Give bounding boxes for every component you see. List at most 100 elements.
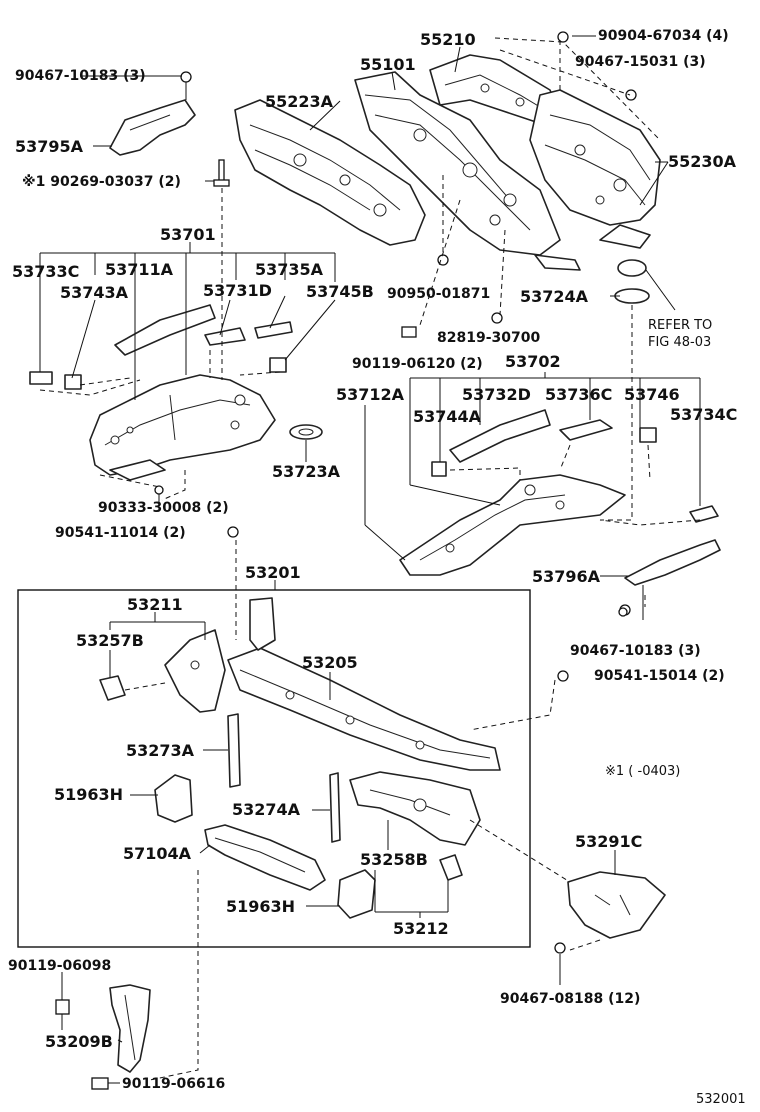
label-53723A: 53723A [272, 462, 341, 481]
label-53205: 53205 [302, 653, 358, 672]
apron-53701 [89, 374, 276, 481]
bolt-90119-06098 [55, 999, 70, 1015]
bracket-53711A [114, 304, 216, 356]
bolt-90119-06120 [401, 326, 417, 338]
label-53209B: 53209B [45, 1032, 113, 1051]
label-53257B: 53257B [76, 631, 144, 650]
label-53733C: 53733C [12, 262, 79, 281]
label-90467-15031: 90467-15031 (3) [575, 54, 706, 70]
bolt-90119-06616 [91, 1077, 109, 1090]
bracket-51963H-a [154, 774, 193, 823]
label-53273A: 53273A [126, 741, 195, 760]
apron-53702 [399, 474, 626, 576]
dash-panel-55101 [354, 71, 561, 256]
label-53745B: 53745B [306, 282, 374, 301]
label-53701: 53701 [160, 225, 216, 244]
figure-code: 532001 [696, 1092, 746, 1107]
clip-90333-30008 [154, 485, 164, 495]
label-90467-08188: 90467-08188 (12) [500, 991, 640, 1007]
pad-53733C [29, 371, 53, 385]
clip-90904-67034 [557, 31, 569, 43]
bracket-53736C [559, 419, 613, 441]
clip-90467-08188 [554, 942, 566, 954]
label-55210: 55210 [420, 30, 476, 49]
label-82819-30700: 82819-30700 [437, 330, 540, 346]
seal-53273A [227, 713, 241, 788]
label-53736C: 53736C [545, 385, 612, 404]
label-53211: 53211 [127, 595, 183, 614]
pad-53744A [431, 461, 447, 477]
grommet-53724A [614, 288, 650, 304]
clip-90467-15031 [625, 89, 637, 101]
label-90467-10183-mid: 90467-10183 (3) [570, 643, 701, 659]
label-53712A: 53712A [336, 385, 405, 404]
label-53731D: 53731D [203, 281, 272, 300]
label-90904-67034: 90904-67034 (4) [598, 28, 729, 44]
label-53274A: 53274A [232, 800, 301, 819]
nut-90541-15014 [557, 670, 569, 682]
bracket-51963H-b [337, 869, 376, 919]
stud-90269-03037 [213, 159, 230, 187]
label-53711A: 53711A [105, 260, 174, 279]
bracket-53731D [204, 327, 246, 346]
label-57104A: 57104A [123, 844, 192, 863]
dashed-lines [39, 37, 701, 1081]
clip-90467-10183-mid [618, 607, 628, 617]
bracket-53796A [619, 539, 721, 616]
pad-53734C [689, 505, 719, 523]
dash-panel-55230A [529, 89, 661, 249]
label-90541-15014: 90541-15014 (2) [594, 668, 725, 684]
brace-53209B [109, 984, 151, 1073]
label-51963H-a: 51963H [54, 785, 123, 804]
label-53735A: 53735A [255, 260, 324, 279]
grommet-upper [617, 259, 647, 277]
label-53201: 53201 [245, 563, 301, 582]
label-55223A: 55223A [265, 92, 334, 111]
label-53744A: 53744A [413, 407, 482, 426]
cover-53291C [567, 871, 666, 939]
label-51963H-b: 51963H [226, 897, 295, 916]
label-53795A: 53795A [15, 137, 84, 156]
label-refer-line2: FIG 48-03 [648, 335, 711, 350]
pad-53745B [269, 357, 287, 373]
label-55230A: 55230A [668, 152, 737, 171]
pad-53743A [64, 374, 82, 390]
label-90119-06098: 90119-06098 [8, 958, 111, 974]
leader-lines [39, 35, 701, 1084]
label-53732D: 53732D [462, 385, 531, 404]
label-53291C: 53291C [575, 832, 642, 851]
label-90269-03037: ※1 90269-03037 (2) [22, 174, 181, 190]
pad-53735A [254, 321, 293, 339]
label-55101: 55101 [360, 55, 416, 74]
clip-82819-30700 [491, 312, 503, 324]
label-53258B: 53258B [360, 850, 428, 869]
label-90119-06120: 90119-06120 (2) [352, 356, 483, 372]
nut-90541-11014 [227, 526, 239, 538]
label-90119-06616: 90119-06616 [122, 1076, 225, 1092]
assembly-box-53201 [17, 589, 531, 948]
label-53702: 53702 [505, 352, 561, 371]
label-90467-10183-top: 90467-10183 (3) [15, 68, 146, 84]
upright-53212 [349, 771, 481, 846]
bracket-53257B [99, 675, 126, 701]
label-90541-11014: 90541-11014 (2) [55, 525, 186, 541]
seal-53274A [329, 772, 341, 843]
label-53796A: 53796A [532, 567, 601, 586]
label-note-0403: ※1 ( -0403) [605, 764, 680, 779]
crossmember-53205 [227, 647, 501, 771]
support-57104A [204, 824, 326, 891]
label-90950-01871: 90950-01871 [387, 286, 490, 302]
part-labels: 55210 90904-67034 (4) 90467-10183 (3) 55… [8, 28, 746, 1107]
label-53212: 53212 [393, 919, 449, 938]
label-90333-30008: 90333-30008 (2) [98, 500, 229, 516]
label-53743A: 53743A [60, 283, 129, 302]
label-53724A: 53724A [520, 287, 589, 306]
label-53746: 53746 [624, 385, 680, 404]
grommet-53723A [289, 424, 323, 440]
label-53734C: 53734C [670, 405, 737, 424]
bracket-53258B [439, 854, 463, 881]
bracket-53732D [449, 409, 551, 463]
pad-53746 [639, 427, 657, 443]
upright-53211 [164, 597, 276, 713]
